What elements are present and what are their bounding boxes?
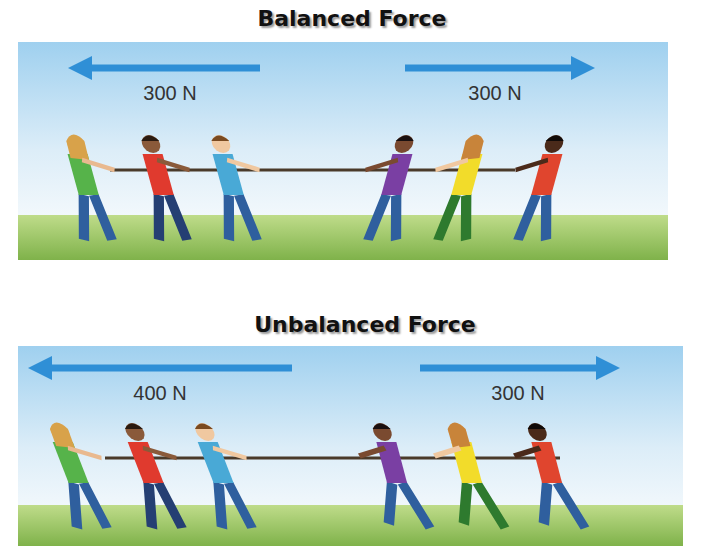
person: [203, 135, 277, 240]
person: [184, 423, 272, 528]
person: [39, 423, 127, 529]
force-arrow: [405, 65, 578, 72]
force-value: 300 N: [491, 382, 544, 405]
arrow-head: [28, 356, 52, 380]
sky: [18, 346, 683, 516]
arrow-head: [68, 56, 92, 80]
panel-heading: Unbalanced Force: [254, 312, 476, 337]
force-value: 400 N: [133, 382, 186, 405]
person: [498, 135, 572, 240]
force-value: 300 N: [468, 82, 521, 105]
person: [505, 423, 585, 528]
force-value: 300 N: [143, 82, 196, 105]
force-arrow: [85, 65, 260, 72]
person: [58, 135, 132, 241]
force-arrow: [420, 365, 603, 372]
arrow-head: [596, 356, 620, 380]
arrow-head: [571, 56, 595, 80]
person: [133, 135, 207, 240]
person: [348, 135, 422, 240]
force-arrow: [45, 365, 292, 372]
person: [418, 135, 492, 241]
sky: [18, 42, 668, 222]
person: [114, 423, 202, 528]
person: [425, 423, 505, 529]
person: [350, 423, 430, 528]
panel-heading: Balanced Force: [257, 6, 446, 31]
rope: [110, 169, 515, 172]
